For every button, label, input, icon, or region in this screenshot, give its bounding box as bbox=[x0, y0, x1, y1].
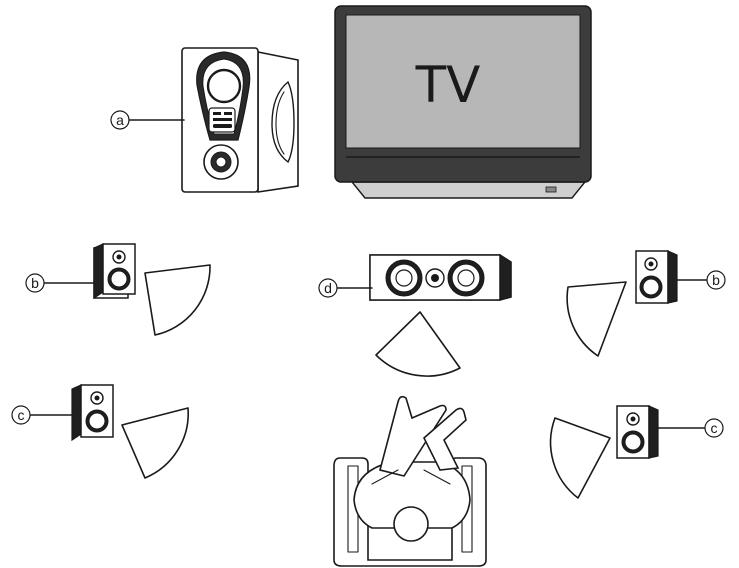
sound-wedge-center bbox=[375, 311, 461, 377]
speaker-center-d: d bbox=[318, 253, 512, 377]
listener-left-arm bbox=[379, 395, 447, 477]
callout-label-c-right: c bbox=[711, 420, 718, 436]
callout-circle-c-left bbox=[11, 405, 31, 425]
speaker-side bbox=[667, 250, 678, 304]
center-speaker-side bbox=[499, 253, 512, 301]
subwoofer-a: a bbox=[110, 47, 299, 193]
speaker-front-right-b: b bbox=[566, 250, 726, 357]
sound-wedge-front-left bbox=[144, 264, 211, 336]
callout-label-b-left: b bbox=[31, 275, 39, 291]
callout-circle-a bbox=[110, 110, 130, 130]
subwoofer-side-driver bbox=[271, 80, 295, 164]
tv-label: TV bbox=[415, 56, 481, 114]
callout-label-d: d bbox=[324, 280, 332, 296]
listener-right-arm bbox=[423, 407, 467, 471]
sound-wedge-front-right bbox=[566, 281, 627, 357]
sound-wedge-rear-left bbox=[121, 407, 189, 479]
sound-wedge-rear-right bbox=[549, 417, 611, 499]
subwoofer-horn-ring bbox=[206, 68, 242, 104]
speaker-side bbox=[71, 384, 82, 442]
tv: TV bbox=[334, 5, 592, 199]
speaker-front-left-b: b bbox=[25, 243, 211, 336]
callout-circle-c-right bbox=[704, 418, 724, 438]
callout-circle-b-right bbox=[706, 270, 726, 290]
callout-circle-b-left bbox=[25, 273, 45, 293]
callout-label-b-right: b bbox=[712, 272, 720, 288]
tv-power-led bbox=[545, 186, 557, 193]
speaker-side bbox=[648, 405, 659, 459]
callout-label-c-left: c bbox=[18, 407, 25, 423]
callout-label-a: a bbox=[116, 112, 124, 128]
listener-in-chair bbox=[333, 395, 487, 567]
tv-screen bbox=[345, 14, 581, 149]
speaker-rear-right-c: c bbox=[549, 405, 724, 499]
listener-head bbox=[393, 506, 429, 542]
callout-circle-d bbox=[318, 278, 338, 298]
speaker-rear-left-c: c bbox=[11, 384, 189, 479]
speaker-side bbox=[93, 243, 104, 300]
